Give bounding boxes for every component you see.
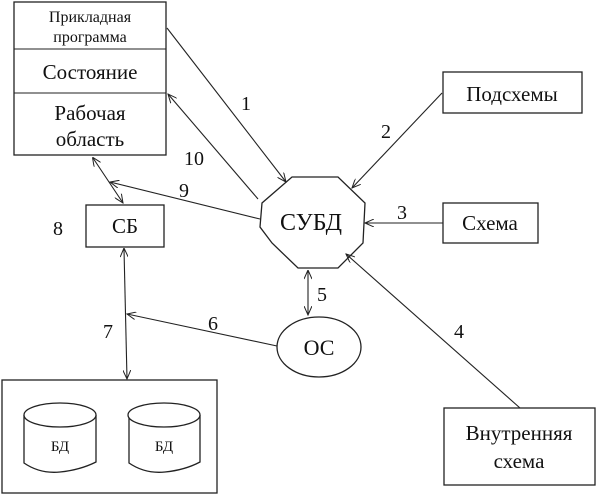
link-7-arrow [124, 249, 127, 379]
link-9-arrow [110, 182, 261, 220]
app-program-label-2: программа [53, 29, 126, 46]
application-stack: Прикладная программа Состояние Рабочая о… [13, 1, 167, 156]
link-label-5: 5 [317, 284, 327, 306]
db-label-2: БД [155, 439, 173, 455]
system-buffers-label: СБ [112, 214, 138, 238]
workspace-label-2: область [56, 127, 125, 151]
link-label-8: 8 [53, 218, 63, 240]
link-6-arrow [127, 314, 278, 347]
os-label: ОС [304, 335, 335, 360]
db-cylinder-body [23, 415, 97, 473]
link-label-9: 9 [179, 180, 189, 202]
link-label-2: 2 [381, 121, 391, 143]
link-label-4: 4 [454, 321, 464, 343]
link-4-arrow [346, 254, 521, 409]
link-10-arrow [168, 94, 259, 200]
os-ellipse [276, 316, 362, 378]
link-2-arrow [352, 92, 443, 188]
link-label-10: 10 [184, 148, 204, 170]
database-cylinder: БД [127, 402, 201, 473]
link-label-6: 6 [208, 313, 218, 335]
workspace-label: Рабочая [54, 101, 126, 125]
system-buffers-box [85, 204, 165, 248]
link-label-3: 3 [397, 202, 407, 224]
dbms-label: СУБД [280, 210, 342, 236]
internal-schema-label: Внутренняя [466, 421, 573, 445]
database-cylinder: БД [23, 402, 97, 473]
db-label-1: БД [51, 439, 69, 455]
dbms-node: СУБД [259, 176, 366, 269]
internal-schema-label-2: схема [494, 449, 545, 473]
link-1-arrow [166, 27, 286, 182]
stack-frame [13, 1, 167, 156]
subschemas-box [442, 71, 583, 114]
internal-schema-box [443, 407, 596, 486]
schema-label: Схема [462, 211, 518, 235]
link-label-7: 7 [103, 321, 113, 343]
state-label: Состояние [43, 60, 138, 84]
dbms-octagon [259, 176, 366, 269]
link-label-1: 1 [241, 93, 251, 115]
db-cylinder-top [127, 402, 201, 428]
subschemas-label: Подсхемы [466, 82, 558, 106]
app-program-label: Прикладная [49, 9, 132, 26]
db-cylinder-body [128, 415, 201, 473]
workspace-sb-arrow [93, 158, 123, 203]
db-cylinder-top [23, 402, 97, 428]
